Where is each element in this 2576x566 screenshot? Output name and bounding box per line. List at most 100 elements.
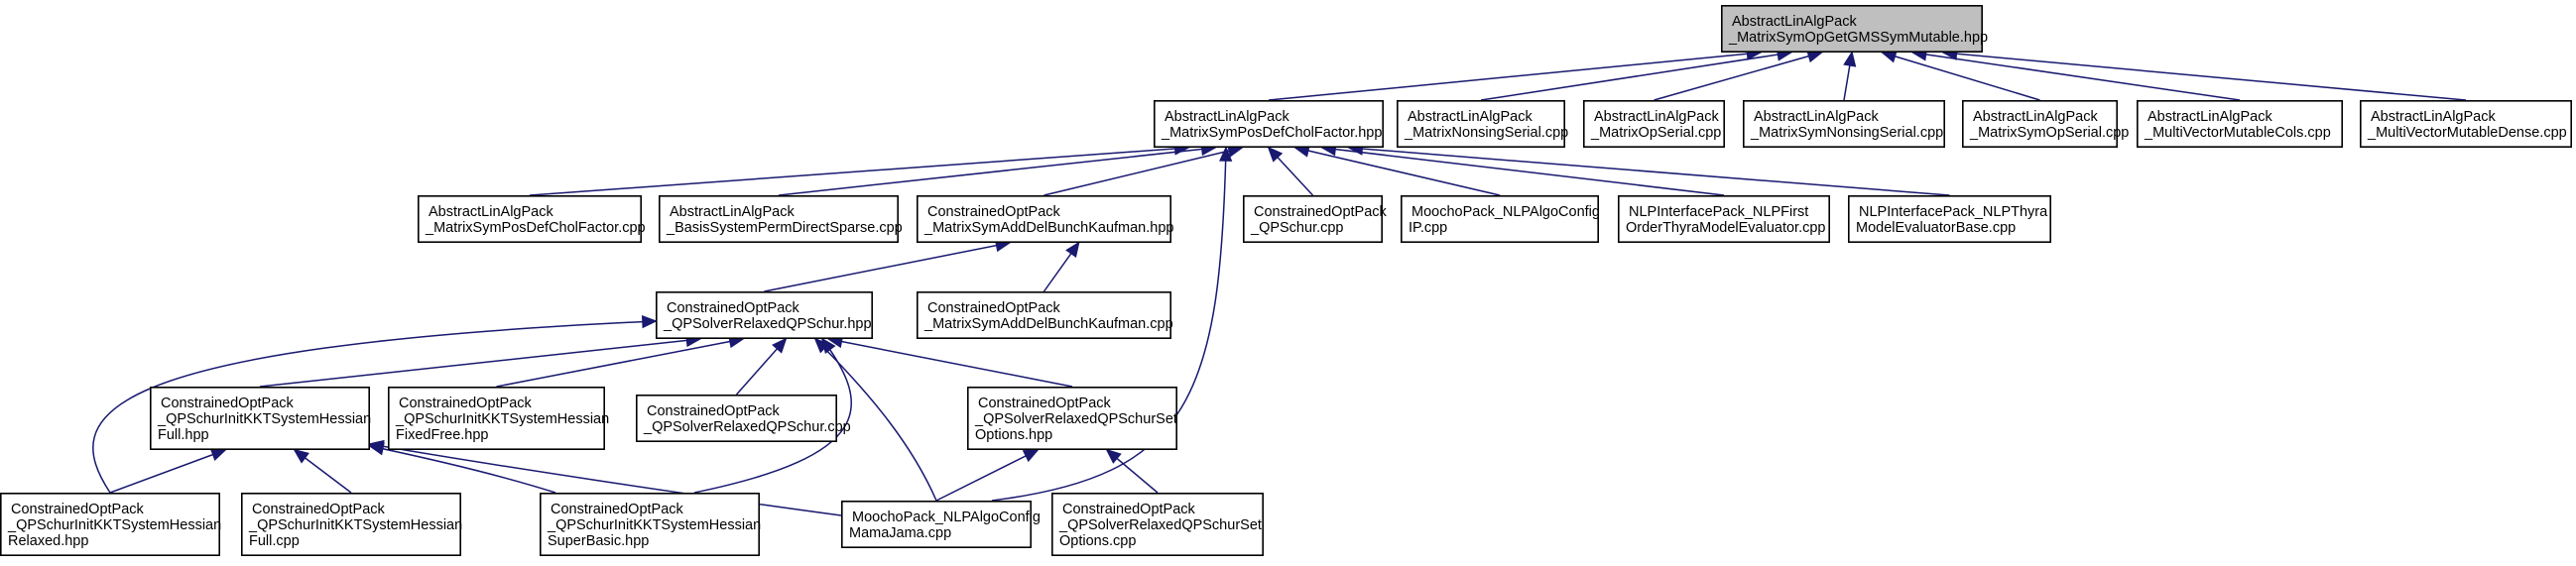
node-op-serial[interactable]: AbstractLinAlgPack_MatrixOpSerial.cpp: [1583, 100, 1726, 149]
node-box: [1721, 5, 1984, 54]
node-label-line: Relaxed.hpp: [8, 533, 88, 549]
node-label-line: _QPSchurInitKKTSystemHessian: [395, 411, 609, 427]
edge-line: [778, 147, 1215, 196]
edge-op_serial-to-root: [1654, 50, 1824, 101]
node-label-line: ConstrainedOptPack: [647, 403, 781, 419]
edge-setopts_hpp-to-relaxed_hpp: [826, 335, 1073, 388]
edge-symop_serial-to-root: [1880, 50, 2040, 101]
node-box: [1743, 100, 1946, 149]
node-basis-perm[interactable]: AbstractLinAlgPack_BasisSystemPermDirect…: [658, 195, 903, 244]
node-label-line: ConstrainedOptPack: [11, 502, 145, 517]
node-box: [635, 394, 837, 442]
node-box: [0, 492, 220, 556]
node-label-line: _MatrixSymPosDefCholFactor.cpp: [425, 220, 646, 236]
arrowhead-icon: [1105, 448, 1122, 464]
node-label-line: FixedFree.hpp: [396, 427, 489, 443]
node-nlp-thyra[interactable]: NLPInterfacePack_NLPThyraModelEvaluatorB…: [1848, 195, 2052, 244]
edge-line: [369, 445, 556, 494]
edge-line: [828, 338, 1073, 388]
node-superbasic-hpp[interactable]: ConstrainedOptPack_QPSchurInitKKTSystemH…: [539, 492, 761, 556]
node-label-line: AbstractLinAlgPack: [1408, 109, 1533, 125]
node-box: [1051, 492, 1265, 556]
node-bunch-cpp[interactable]: ConstrainedOptPack_MatrixSymAddDelBunchK…: [916, 290, 1173, 339]
node-box: [1243, 195, 1384, 244]
node-label-line: NLPInterfacePack_NLPFirst: [1629, 204, 1808, 220]
node-relaxed-init-hpp[interactable]: ConstrainedOptPack_QPSchurInitKKTSystemH…: [0, 492, 221, 556]
node-qpschur-cpp[interactable]: ConstrainedOptPack_QPSchur.cpp: [1243, 195, 1388, 244]
arrowhead-icon: [772, 337, 788, 354]
node-relaxed-cpp[interactable]: ConstrainedOptPack_QPSolverRelaxedQPSchu…: [635, 394, 851, 442]
edge-mamajama-to-relaxed_hpp: [813, 337, 937, 502]
edge-nlp_first-to-posdef_hpp: [1320, 143, 1725, 196]
edge-relaxed_hpp-to-bunch_hpp: [764, 239, 1012, 292]
edge-line: [1654, 52, 1822, 101]
edge-posdef_cpp-to-posdef_hpp: [529, 142, 1190, 196]
edge-bunch_hpp-to-posdef_hpp: [1043, 144, 1244, 196]
node-label-line: _QPSolverRelaxedQPSchurSet: [974, 411, 1177, 427]
node-label-line: _QPSolverRelaxedQPSchurSet: [1058, 517, 1262, 533]
edge-line: [1943, 52, 2467, 101]
node-box: [916, 290, 1171, 339]
node-label-line: _MultiVectorMutableDense.cpp: [2367, 125, 2567, 141]
node-symnonsing-serial[interactable]: AbstractLinAlgPack_MatrixSymNonsingSeria…: [1743, 100, 1946, 149]
node-symop-serial[interactable]: AbstractLinAlgPack_MatrixSymOpSerial.cpp: [1962, 100, 2130, 149]
edge-line: [1294, 147, 1501, 196]
edge-mv_dense-to-root: [1941, 47, 2467, 101]
node-label-line: _QPSchur.cpp: [1250, 220, 1344, 236]
edge-line: [259, 338, 700, 388]
node-box: [417, 195, 642, 244]
edge-line: [109, 449, 226, 494]
node-bunch-hpp[interactable]: ConstrainedOptPack_MatrixSymAddDelBunchK…: [916, 195, 1174, 244]
node-label-line: AbstractLinAlgPack: [1594, 109, 1719, 125]
edge-symnonsing_serial-to-root: [1843, 51, 1857, 101]
node-setopts-cpp[interactable]: ConstrainedOptPack_QPSolverRelaxedQPSchu…: [1051, 492, 1265, 556]
node-label-line: OrderThyraModelEvaluator.cpp: [1626, 220, 1826, 236]
edge-superbasic_hpp-to-full_hpp: [368, 442, 556, 494]
arrowhead-icon: [1219, 146, 1233, 162]
edge-fixedfree_hpp-to-relaxed_hpp: [496, 335, 745, 388]
node-label-line: ConstrainedOptPack: [927, 204, 1061, 220]
node-full-hpp[interactable]: ConstrainedOptPack_QPSchurInitKKTSystemH…: [150, 386, 371, 450]
node-label-line: ConstrainedOptPack: [161, 396, 295, 411]
node-label-line: _QPSolverRelaxedQPSchur.cpp: [643, 419, 851, 435]
node-label-line: AbstractLinAlgPack: [1165, 109, 1289, 125]
node-root[interactable]: AbstractLinAlgPack_MatrixSymOpGetGMSSymM…: [1721, 5, 1988, 54]
node-box: [916, 195, 1171, 244]
edge-setopts_cpp-to-setopts_hpp: [1105, 448, 1159, 494]
node-setopts-hpp[interactable]: ConstrainedOptPack_QPSolverRelaxedQPSchu…: [966, 386, 1177, 450]
node-mv-dense[interactable]: AbstractLinAlgPack_MultiVectorMutableDen…: [2360, 100, 2573, 149]
node-box: [2137, 100, 2344, 149]
edge-line: [496, 338, 743, 388]
node-nonsing-serial[interactable]: AbstractLinAlgPack_MatrixNonsingSerial.c…: [1397, 100, 1568, 149]
node-label-line: ModelEvaluatorBase.cpp: [1856, 220, 2016, 236]
node-label-line: ConstrainedOptPack: [399, 396, 533, 411]
node-label-line: NLPInterfacePack_NLPThyra: [1859, 204, 2048, 220]
node-nlp-first[interactable]: NLPInterfacePack_NLPFirstOrderThyraModel…: [1618, 195, 1831, 244]
node-box: [1401, 195, 1600, 244]
node-box: [387, 386, 605, 450]
node-label-line: AbstractLinAlgPack: [1754, 109, 1879, 125]
node-fixedfree-hpp[interactable]: ConstrainedOptPack_QPSchurInitKKTSystemH…: [387, 386, 609, 450]
node-mv-cols[interactable]: AbstractLinAlgPack_MultiVectorMutableCol…: [2137, 100, 2344, 149]
node-label-line: ConstrainedOptPack: [252, 502, 386, 517]
node-full-cpp[interactable]: ConstrainedOptPack_QPSchurInitKKTSystemH…: [241, 492, 462, 556]
edge-line: [1912, 52, 2241, 101]
node-label-line: ConstrainedOptPack: [978, 396, 1112, 411]
node-label-line: Full.cpp: [249, 533, 300, 549]
node-box: [241, 492, 461, 556]
node-label-line: _QPSolverRelaxedQPSchur.hpp: [663, 316, 872, 332]
node-label-line: _QPSchurInitKKTSystemHessian: [7, 517, 221, 533]
node-label-line: ConstrainedOptPack: [667, 300, 800, 316]
node-posdef-hpp[interactable]: AbstractLinAlgPack_MatrixSymPosDefCholFa…: [1154, 100, 1385, 149]
node-relaxed-hpp[interactable]: ConstrainedOptPack_QPSolverRelaxedQPSchu…: [655, 290, 873, 339]
edge-line: [1322, 147, 1725, 196]
node-label-line: _MatrixSymOpSerial.cpp: [1969, 125, 2129, 141]
node-label-line: ConstrainedOptPack: [927, 300, 1061, 316]
node-posdef-cpp[interactable]: AbstractLinAlgPack_MatrixSymPosDefCholFa…: [417, 195, 646, 244]
arrowhead-icon: [1843, 51, 1857, 67]
node-label-line: IP.cpp: [1409, 220, 1447, 236]
arrowhead-icon: [1065, 241, 1080, 259]
